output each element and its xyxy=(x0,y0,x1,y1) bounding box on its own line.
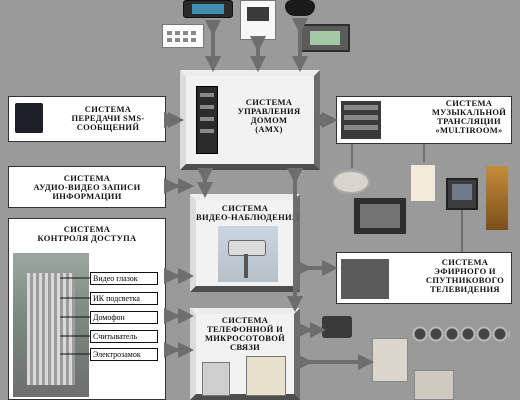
antenna-block xyxy=(372,338,408,382)
hub-home-control-label: СИСТЕМА УПРАВЛЕНИЯ ДОМОМ (AMX) xyxy=(237,97,301,134)
phone-switchboard xyxy=(246,356,286,396)
button-panel xyxy=(162,24,204,48)
touch-panel-2 xyxy=(300,24,350,52)
phone-station xyxy=(322,316,352,338)
sensor-group xyxy=(412,320,510,368)
floor-speaker xyxy=(486,166,508,230)
remote-control xyxy=(285,0,315,16)
surveillance-camera xyxy=(218,226,278,282)
tv-receiver xyxy=(341,259,389,299)
touch-panel-1 xyxy=(183,0,233,18)
server-unit xyxy=(414,370,454,400)
tag-video-peephole: Видео глазок xyxy=(90,272,158,285)
wall-speaker xyxy=(410,164,436,202)
tag-ir-light: ИК подсветка xyxy=(90,292,158,305)
phone-device-1 xyxy=(202,362,230,396)
ceiling-speaker xyxy=(332,170,370,194)
tag-card-reader: Считыватель xyxy=(90,330,158,343)
gate-photo xyxy=(13,253,89,397)
tv-set xyxy=(446,178,478,210)
tag-intercom: Домофон xyxy=(90,311,158,324)
audio-rack xyxy=(341,101,381,139)
tag-electric-lock: Электрозамок xyxy=(90,348,158,361)
wall-keypad xyxy=(240,0,276,40)
sms-modem xyxy=(15,103,43,133)
equipment-rack xyxy=(196,86,218,154)
hub-home-control: СИСТЕМА УПРАВЛЕНИЯ ДОМОМ (AMX) xyxy=(180,70,320,170)
av-equipment-photo xyxy=(352,196,408,236)
